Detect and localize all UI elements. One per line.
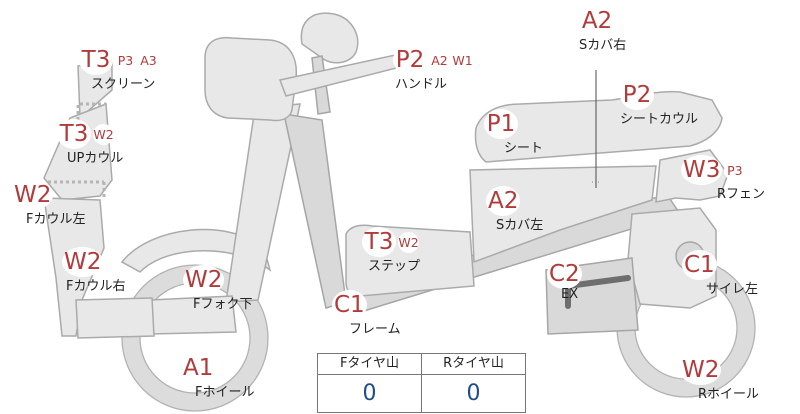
code-badge: A2 [579,6,615,36]
code-badge: P1 [484,109,518,139]
part-name: Sカバ右 [579,38,627,53]
label-f-cowl-right[interactable]: W2 Fカウル右 [62,247,125,294]
part-name: スクリーン [91,77,156,92]
code-badge: T3 [362,227,396,257]
table-divider [421,354,422,412]
seat-shape [474,90,723,163]
code-badge: P2 [620,80,654,110]
part-name: フレーム [349,322,401,337]
part-name: UPカウル [67,151,124,166]
code-badge: W3 [681,155,723,185]
part-name: Fホイール [195,385,255,400]
part-name: サイレ左 [706,282,759,297]
code-badge: T3 [57,119,91,149]
code-badge: A3 [138,49,159,71]
headlight-shape [204,36,298,122]
rear-tire-value[interactable]: 0 [466,381,481,406]
code-badge: A2 [429,49,450,71]
front-tire-value[interactable]: 0 [362,381,377,406]
code-badge: W2 [398,231,419,253]
label-f-wheel[interactable]: A1 Fホイール [181,353,254,400]
rear-tire-header: Rタイヤ山 [422,354,525,375]
code-badge: P3 [724,159,746,181]
part-name: シート [504,141,544,156]
label-r-wheel[interactable]: W2 Rホイール [680,355,759,402]
rear-tire-column: Rタイヤ山 0 [422,354,525,412]
label-handle[interactable]: P2 A2 W1 ハンドル [393,45,473,92]
code-badge: T3 [79,45,113,75]
label-s-cover-left[interactable]: A2 Sカバ左 [486,186,543,233]
label-s-cover-right[interactable]: A2 Sカバ右 [575,6,626,53]
dash-1 [76,102,106,120]
part-name: EX [561,287,579,302]
front-tire-header: Fタイヤ山 [318,354,421,375]
frame-tube-shape [283,113,347,309]
label-f-cowl-left[interactable]: W2 Fカウル左 [12,180,85,227]
mirror-shape [300,12,359,64]
front-tire-column: Fタイヤ山 0 [318,354,421,412]
part-name: ステップ [368,259,421,274]
code-badge: W2 [12,180,54,210]
code-badge: C2 [547,259,582,289]
code-badge: C1 [332,290,367,320]
part-name: Rホイール [698,387,760,402]
label-step[interactable]: T3 W2 ステップ [362,227,420,274]
label-f-fork-lower[interactable]: W2 Fフォク下 [183,265,252,312]
label-seat-cowl[interactable]: P2 シートカウル [620,80,698,127]
label-muffler-left[interactable]: C1 サイレ左 [682,250,758,297]
part-name: ハンドル [395,77,448,92]
code-badge: P3 [115,49,136,71]
code-badge: A1 [181,353,216,383]
code-badge: P2 [393,45,427,75]
part-name: Fフォク下 [193,297,253,312]
part-name: Sカバ左 [496,218,544,233]
label-r-fender[interactable]: W3 P3 Rフェン [681,155,765,202]
label-up-cowl[interactable]: T3 W2 UPカウル [57,119,123,166]
code-badge: W2 [680,355,722,385]
code-badge: A2 [486,186,521,216]
part-name: シートカウル [620,112,699,127]
code-badge: C1 [682,250,717,280]
part-name: Rフェン [717,187,766,202]
part-name: Fカウル左 [26,212,86,227]
code-badge: W2 [93,123,114,145]
code-badge: W2 [183,265,225,295]
label-frame[interactable]: C1 フレーム [332,290,401,337]
code-badge: W2 [62,247,104,277]
label-screen[interactable]: T3 P3 A3 スクリーン [79,45,159,92]
code-badge: W1 [452,49,473,71]
tire-tread-table: Fタイヤ山 0 Rタイヤ山 0 [317,353,526,413]
label-seat[interactable]: P1 シート [484,109,543,156]
part-name: Fカウル右 [66,279,126,294]
cowl-bottom-shape [75,297,155,339]
dash-2 [48,180,106,198]
label-ex[interactable]: C2 EX [547,259,582,302]
